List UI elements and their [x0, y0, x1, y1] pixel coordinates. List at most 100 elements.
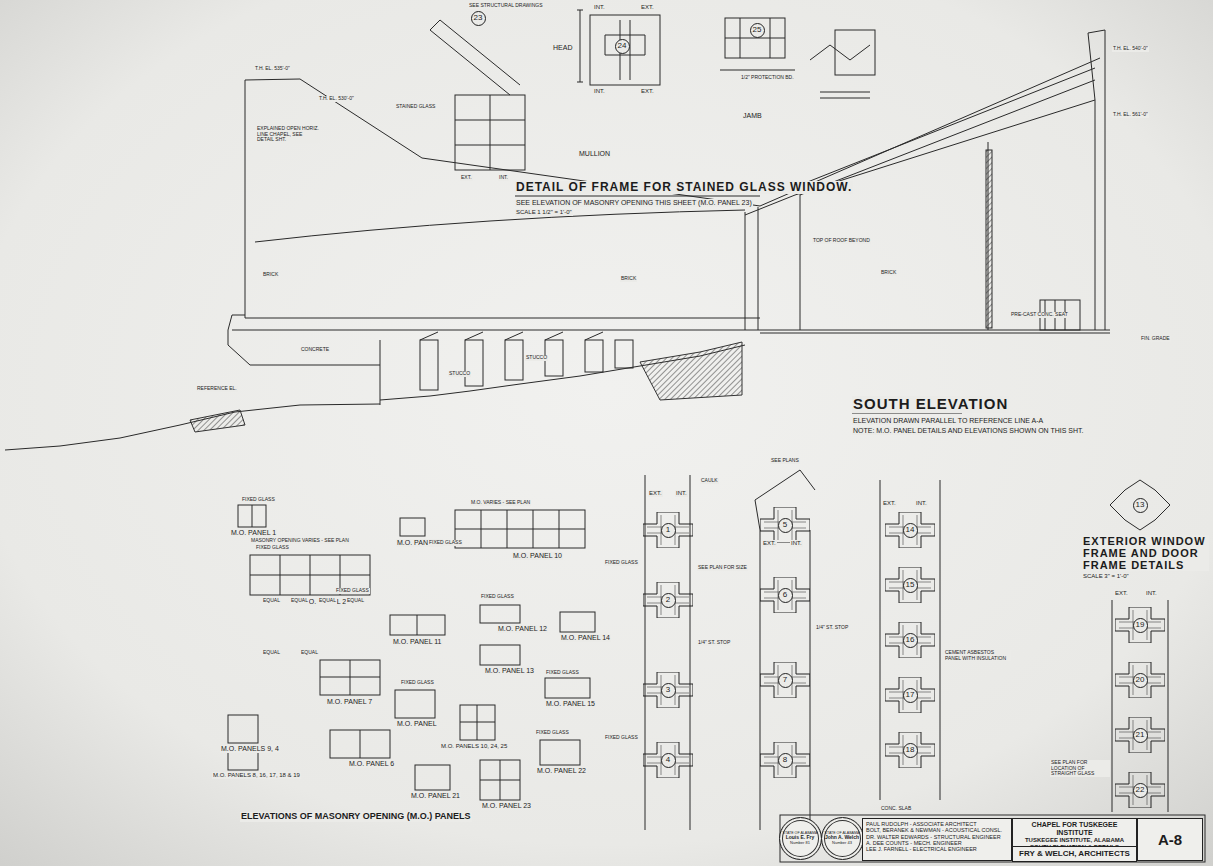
drawing-note: CONCRETE	[300, 347, 330, 353]
drawing-note: MULLION	[578, 150, 611, 158]
registration-seal: STATE OF ALABAMALouis E. FryNumber 81	[779, 817, 822, 860]
drawing-note: SEE PLAN FOR LOCATION OF STRAIGHT GLASS	[1050, 760, 1110, 777]
detail-callout: 6	[778, 588, 793, 603]
drawing-note: T.H. EL. 535'-0"	[254, 66, 291, 72]
callout-number: 19	[1136, 620, 1145, 629]
drawing-note: NOTE: M.O. PANEL DETAILS AND ELEVATIONS …	[852, 427, 1085, 435]
drawing-note: 1/4" ST. STOP	[815, 625, 849, 631]
drawing-note: CAULK	[700, 478, 719, 484]
callout-number: 20	[1136, 675, 1145, 684]
detail-callout: 23	[471, 11, 486, 26]
drawing-note: EXT.	[882, 500, 897, 507]
drawing-note: T.H. EL. 561'-0"	[1112, 112, 1149, 118]
drawing-note: DETAIL OF FRAME FOR STAINED GLASS WINDOW…	[515, 181, 853, 194]
drawing-note: 1/4" ST. STOP	[697, 640, 731, 646]
drawing-note: FIXED GLASS	[428, 540, 463, 546]
drawing-note: FIXED GLASS	[400, 680, 435, 686]
drawing-note: CONC. SLAB	[880, 806, 912, 812]
title-text: CHAPEL FOR TUSKEGEE INSTITUTE	[1016, 821, 1133, 837]
drawing-note: SEE PLANS	[770, 458, 800, 464]
drawing-note: FIN. GRADE	[1140, 336, 1171, 342]
detail-callout: 17	[903, 688, 918, 703]
drawing-note: EQUAL	[300, 650, 319, 656]
detail-callout: 14	[903, 523, 918, 538]
title-text: FRY & WELCH, ARCHITECTS	[1016, 849, 1133, 858]
drawing-note: M.O. PANEL 1	[230, 529, 277, 537]
drawing-note: EQUAL	[262, 598, 281, 604]
drawing-note: EXT.	[460, 175, 473, 181]
drawing-note: STAINED GLASS	[395, 104, 436, 110]
detail-callout: 22	[1133, 783, 1148, 798]
detail-callout: 19	[1133, 618, 1148, 633]
callout-number: 23	[474, 13, 483, 22]
detail-callout: 25	[750, 23, 765, 38]
drawing-note: TOP OF ROOF BEYOND	[812, 238, 871, 244]
callout-number: 3	[666, 685, 670, 694]
detail-callout: 8	[778, 753, 793, 768]
title-text: A-8	[1158, 831, 1182, 848]
drawing-note: M.O. PANEL 11	[392, 638, 443, 646]
drawing-note: STUCCO	[525, 355, 548, 361]
drawing-note: REFERENCE EL.	[196, 386, 238, 392]
drawing-note: M.O. PANEL 12	[497, 625, 548, 633]
callout-number: 24	[618, 41, 627, 50]
drawing-note: M.O. PANEL 6	[348, 760, 395, 768]
drawing-note: SEE STRUCTURAL DRAWINGS	[468, 3, 544, 9]
detail-callout: 16	[903, 633, 918, 648]
drawing-note: EXT.	[1114, 590, 1129, 597]
drawing-note: T.H. EL. 540'-0"	[1112, 46, 1149, 52]
drawing-note: M.O. PANEL 22	[536, 767, 587, 775]
detail-callout: 2	[661, 593, 676, 608]
drawing-note: JAMB	[742, 112, 763, 120]
drawing-note: SCALE 1 1/2" = 1'-0"	[515, 209, 573, 216]
drawing-note: CEMENT ASBESTOS PANEL WITH INSULATION	[944, 650, 1011, 661]
callout-number: 18	[906, 745, 915, 754]
callout-number: 15	[906, 580, 915, 589]
title-block-cell: FRY & WELCH, ARCHITECTS	[1012, 846, 1137, 862]
title-block-cell: A-8	[1137, 818, 1203, 861]
callout-number: 1	[666, 525, 670, 534]
callout-number: 17	[906, 690, 915, 699]
detail-callout: 13	[1133, 498, 1148, 513]
drawing-note: MASONRY OPENING VARIES - SEE PLAN	[250, 538, 350, 544]
drawing-note: INT.	[915, 500, 928, 507]
drawing-note: STUCCO	[448, 371, 471, 377]
drawing-note: FIXED GLASS	[241, 497, 276, 503]
drawing-note: M.O. PANEL 7	[326, 698, 373, 706]
drawing-note: SEE PLAN FOR SIZE	[697, 565, 748, 571]
detail-callout: 21	[1133, 728, 1148, 743]
callout-number: 25	[753, 25, 762, 34]
drawing-note: M.O. PANEL	[396, 720, 438, 728]
drawing-note: INT.	[675, 490, 688, 497]
drawing-note: SEE ELEVATION OF MASONRY OPENING THIS SH…	[515, 199, 753, 207]
callout-number: 16	[906, 635, 915, 644]
detail-callout: 5	[778, 518, 793, 533]
seal-text: Number 81	[790, 841, 810, 846]
title-text: BOLT, BERANEK & NEWMAN - ACOUSTICAL CONS…	[866, 827, 1008, 833]
drawing-note: M.O. PANEL 13	[484, 667, 535, 675]
drawing-note: FIXED GLASS	[604, 560, 639, 566]
drawing-note: EQUAL	[346, 598, 365, 604]
drawing-note: BRICK	[262, 272, 279, 278]
drawing-note: BRICK	[880, 270, 897, 276]
detail-callout: 24	[615, 39, 630, 54]
drawing-note: ELEVATIONS OF MASONRY OPENING (M.O.) PAN…	[240, 812, 472, 822]
callout-number: 7	[783, 675, 787, 684]
callout-number: 21	[1136, 730, 1145, 739]
drawing-note: M.O. PANEL 15	[545, 700, 596, 708]
detail-callout: 18	[903, 743, 918, 758]
detail-callout: 1	[661, 523, 676, 538]
title-text: DR. WALTER EDWARDS - STRUCTURAL ENGINEER	[866, 834, 1008, 840]
detail-callout: 7	[778, 673, 793, 688]
drawing-note: EXTERIOR WINDOW FRAME AND DOOR FRAME DET…	[1082, 535, 1209, 571]
drawing-note: SCALE 3" = 1'-0"	[1082, 573, 1130, 580]
drawing-note: T.H. EL. 530'-0"	[318, 96, 355, 102]
drawing-note: INT.	[790, 540, 803, 547]
drawing-note: M.O. PANELS 8, 16, 17, 18 & 19	[212, 772, 301, 779]
drawing-note: M.O. PANEL 14	[560, 634, 611, 642]
drawing-note: EXT.	[640, 88, 655, 95]
drawing-note: EXPLAINED OPEN HORIZ. LINE CHAPEL, SEE D…	[256, 126, 320, 143]
drawing-note: M.O. PANELS 10, 24, 25	[440, 743, 508, 750]
detail-callout: 4	[661, 753, 676, 768]
